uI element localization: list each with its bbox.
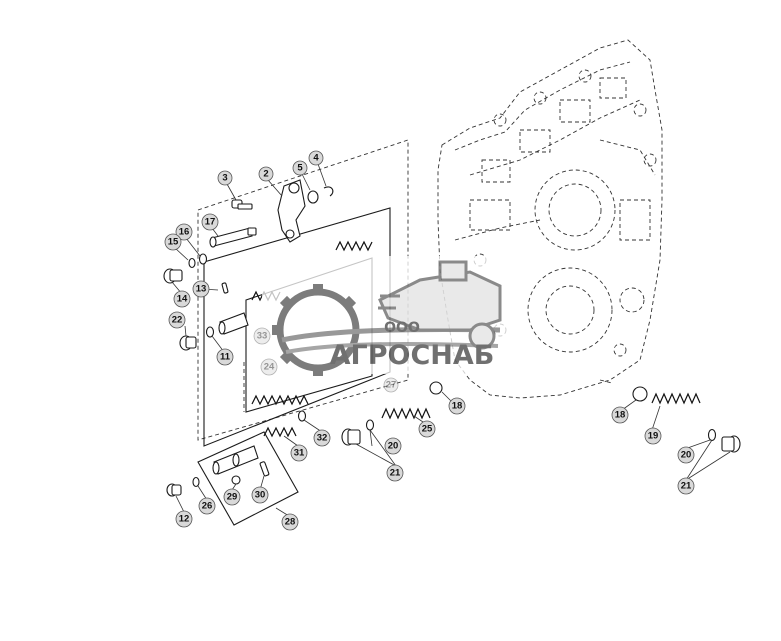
part-32-oring — [297, 410, 307, 422]
callout-22: 22 — [168, 311, 186, 329]
valve-body-outline — [197, 139, 409, 441]
callout-14: 14 — [173, 290, 191, 308]
callout-20-middle: 20 — [384, 437, 402, 455]
callout-17: 17 — [201, 213, 219, 231]
callout-18-middle: 18 — [448, 397, 466, 415]
part-13-pin — [221, 282, 229, 294]
combine-harvester-icon — [378, 260, 502, 350]
callout-3: 3 — [217, 170, 233, 186]
callout-29: 29 — [223, 488, 241, 506]
svg-text:29: 29 — [227, 492, 238, 503]
svg-text:30: 30 — [255, 490, 266, 501]
svg-text:24: 24 — [264, 362, 275, 373]
part-5-washer — [307, 190, 319, 204]
watermark-prefix: ООО — [384, 320, 420, 336]
svg-text:4: 4 — [313, 153, 319, 164]
svg-text:5: 5 — [297, 163, 303, 174]
spool-assembly-box — [197, 431, 299, 526]
part-15-oring — [188, 257, 196, 269]
svg-text:17: 17 — [205, 217, 216, 228]
callout-30: 30 — [251, 486, 269, 504]
svg-text:31: 31 — [294, 448, 305, 459]
callout-32: 32 — [313, 429, 331, 447]
part-21-plug-right — [721, 435, 741, 453]
callout-15: 15 — [164, 233, 182, 251]
callout-21-right: 21 — [677, 477, 695, 495]
callout-13: 13 — [192, 280, 210, 298]
svg-text:3: 3 — [222, 173, 227, 184]
svg-text:22: 22 — [172, 315, 183, 326]
part-14-plug — [163, 268, 183, 284]
part-18-ball-mid — [429, 381, 443, 395]
svg-text:28: 28 — [285, 517, 296, 528]
part-30-pin — [259, 461, 270, 477]
part-25-spring — [381, 407, 431, 420]
callout-16: 16 — [175, 223, 193, 241]
watermark-company-name: АГРОСНАБ — [330, 340, 495, 371]
callout-33: 33 — [253, 327, 271, 345]
svg-text:32: 32 — [317, 433, 328, 444]
part-11-oring — [205, 326, 215, 338]
callout-12-left: 12 — [175, 510, 193, 528]
callout-18-right: 18 — [611, 406, 629, 424]
watermark: ООО АГРОСНАБ — [262, 256, 508, 376]
part-17-shaft — [209, 227, 257, 248]
part-20-oring-right — [707, 428, 717, 442]
callout-20-right: 20 — [677, 446, 695, 464]
svg-text:11: 11 — [220, 352, 231, 363]
part-spool-lower — [212, 445, 259, 475]
callout-4: 4 — [308, 150, 324, 166]
part-12-plug-left — [166, 483, 182, 497]
svg-text:21: 21 — [390, 468, 401, 479]
svg-text:27: 27 — [386, 380, 397, 391]
svg-text:26: 26 — [202, 501, 213, 512]
callout-25: 25 — [418, 420, 436, 438]
callout-31: 31 — [290, 444, 308, 462]
part-2-lever — [277, 179, 306, 243]
part-3-pin — [231, 199, 253, 210]
part-spool-upper — [218, 312, 249, 335]
part-31-spring — [263, 426, 297, 438]
part-21-plug-mid — [341, 428, 361, 446]
svg-text:13: 13 — [196, 284, 207, 295]
svg-text:14: 14 — [177, 294, 188, 305]
callout-21-middle: 21 — [386, 464, 404, 482]
svg-text:20: 20 — [388, 441, 399, 452]
svg-text:19: 19 — [648, 431, 659, 442]
part-18-ball-right — [632, 386, 648, 402]
callout-11: 11 — [216, 348, 234, 366]
callout-26: 26 — [198, 497, 216, 515]
part-19-spring — [651, 392, 701, 405]
svg-text:2: 2 — [263, 169, 268, 180]
svg-text:16: 16 — [179, 227, 190, 238]
svg-text:12: 12 — [155, 595, 166, 606]
svg-text:25: 25 — [422, 424, 433, 435]
callout-27: 27 — [383, 377, 399, 393]
part-4-clip — [323, 186, 334, 197]
part-22-plug — [179, 335, 197, 351]
part-20-oring-mid — [365, 419, 375, 431]
svg-text:18: 18 — [452, 401, 463, 412]
callout-19: 19 — [644, 427, 662, 445]
svg-text:33: 33 — [257, 331, 268, 342]
callout-24: 24 — [260, 358, 278, 376]
svg-text:20: 20 — [681, 450, 692, 461]
svg-text:15: 15 — [168, 237, 179, 248]
svg-text:18: 18 — [615, 410, 626, 421]
callout-5: 5 — [292, 160, 308, 176]
part-26-oring — [192, 476, 200, 488]
svg-text:21: 21 — [681, 481, 692, 492]
part-16-oring — [198, 253, 208, 265]
callout-2: 2 — [258, 166, 274, 182]
part-29-ball — [231, 475, 241, 485]
callout-28: 28 — [281, 513, 299, 531]
svg-text:12: 12 — [179, 514, 190, 525]
